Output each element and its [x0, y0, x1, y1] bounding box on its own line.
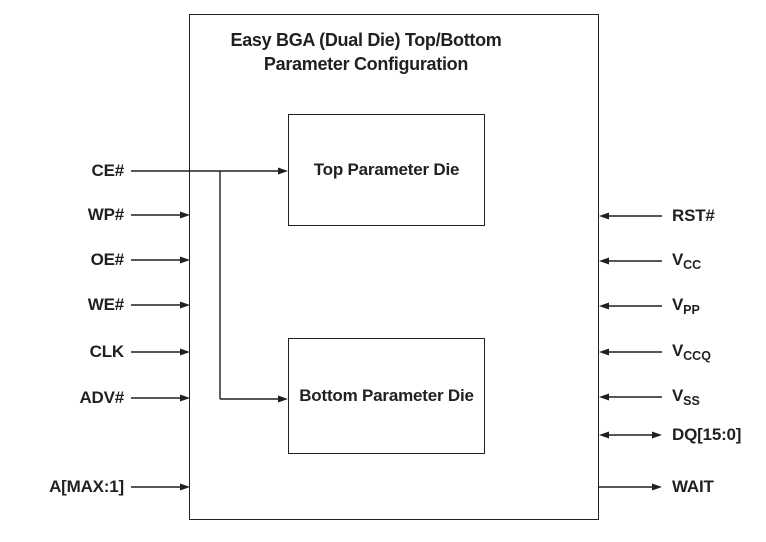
top-parameter-die-label: Top Parameter Die [313, 160, 460, 179]
diagram-title-line1: Easy BGA (Dual Die) Top/Bottom [230, 30, 502, 50]
signal-subscript: PP [683, 303, 700, 317]
signal-subscript: CCQ [683, 349, 711, 363]
signal-label-we: WE# [87, 295, 124, 314]
signal-label-vpp: VPP [672, 295, 764, 317]
signal-label-rst: RST# [672, 206, 764, 226]
signal-label-wp: WP# [87, 205, 124, 224]
dq-bidirectional-arrow [599, 431, 662, 439]
rst-arrow [599, 212, 662, 220]
signal-label-clk: CLK [89, 342, 125, 361]
addr-arrow [131, 483, 190, 491]
signal-label-oe: OE# [90, 250, 125, 269]
signal-text: RST# [672, 206, 715, 225]
signal-text: V [672, 295, 684, 314]
signal-label-addr: A[MAX:1] [49, 477, 124, 496]
adv-arrow [131, 394, 190, 402]
we-arrow [131, 301, 190, 309]
bottom-parameter-die-box: Bottom Parameter Die [288, 338, 485, 454]
signal-subscript: SS [683, 394, 700, 408]
vccq-arrow [599, 348, 662, 356]
vcc-arrow [599, 257, 662, 265]
signal-text: DQ[15:0] [672, 425, 742, 444]
oe-arrow [131, 256, 190, 264]
signal-label-vccq: VCCQ [672, 341, 764, 363]
signal-text: V [672, 386, 684, 405]
wp-arrow [131, 211, 190, 219]
vss-arrow [599, 393, 662, 401]
signal-label-dq: DQ[15:0] [672, 425, 764, 445]
signal-text: WAIT [672, 477, 714, 496]
diagram-title: Easy BGA (Dual Die) Top/Bottom Parameter… [230, 28, 502, 76]
signal-text: V [672, 341, 684, 360]
diagram-title-line2: Parameter Configuration [263, 54, 469, 74]
top-parameter-die-box: Top Parameter Die [288, 114, 485, 226]
clk-arrow [131, 348, 190, 356]
signal-subscript: CC [683, 258, 702, 272]
signal-label-wait: WAIT [672, 477, 764, 497]
wait-arrow [598, 483, 662, 491]
signal-label-vss: VSS [672, 386, 764, 408]
signal-label-ce: CE# [91, 161, 125, 180]
vpp-arrow [599, 302, 662, 310]
signal-label-adv: ADV# [79, 388, 124, 407]
bottom-parameter-die-label: Bottom Parameter Die [299, 386, 474, 405]
signal-text: V [672, 250, 684, 269]
signal-label-vcc: VCC [672, 250, 764, 272]
